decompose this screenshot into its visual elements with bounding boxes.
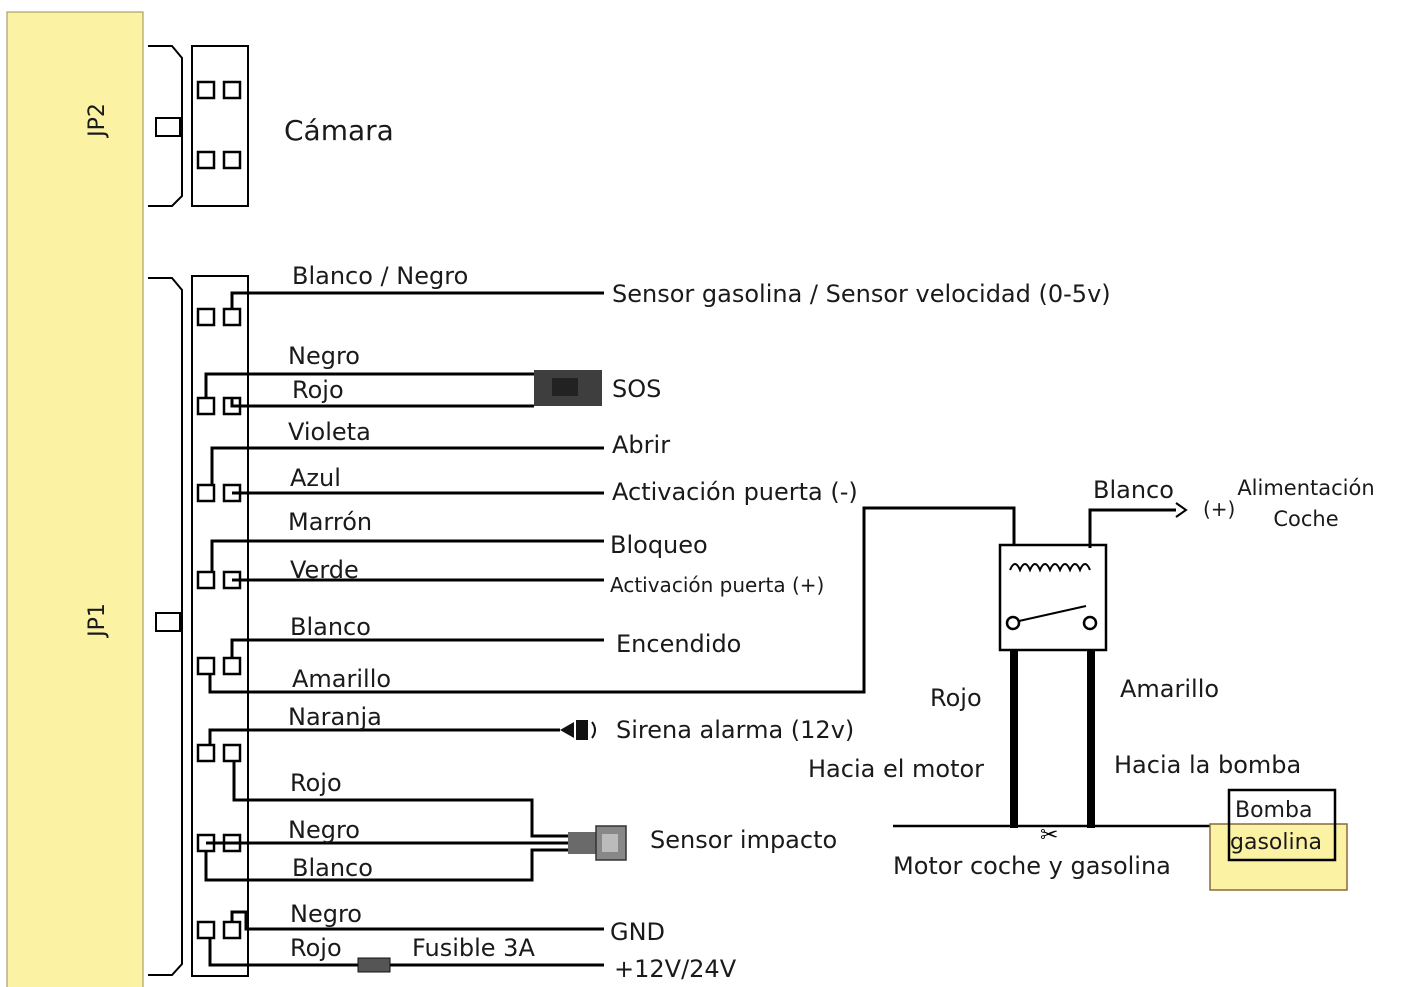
wire-label-violeta: Violeta <box>288 418 371 446</box>
target-labels: Sensor gasolina / Sensor velocidad (0-5v… <box>412 280 1111 983</box>
jp1-label: JP1 <box>85 603 110 639</box>
wire-label-negro-2: Negro <box>288 816 360 844</box>
jp2-connector <box>148 45 249 207</box>
fuse-label: Fusible 3A <box>412 934 535 962</box>
pump-label-gasolina: gasolina <box>1230 830 1322 855</box>
wire-label-amarillo-1: Amarillo <box>292 665 391 693</box>
relay-label-hacia-bomba: Hacia la bomba <box>1114 751 1301 779</box>
scissors-icon: ✂ <box>1040 823 1058 848</box>
relay-label-plus: (+) <box>1203 497 1235 521</box>
wire-label-rojo-3: Rojo <box>290 934 342 962</box>
camera-label: Cámara <box>284 114 394 147</box>
wire-label-negro-3: Negro <box>290 900 362 928</box>
target-abrir: Abrir <box>612 431 670 459</box>
impact-sensor-icon <box>568 825 627 861</box>
target-sos: SOS <box>612 375 661 403</box>
target-sensor-gasolina: Sensor gasolina / Sensor velocidad (0-5v… <box>612 280 1111 308</box>
target-activacion-negativa: Activación puerta (-) <box>612 478 858 506</box>
relay-labels: Blanco (+) Alimentación Coche Rojo Amari… <box>808 476 1375 880</box>
wire-label-blanco-1: Blanco <box>290 613 371 641</box>
relay <box>998 502 1188 828</box>
control-board <box>6 11 144 987</box>
wire-label-negro-1: Negro <box>288 342 360 370</box>
wire-label-blanco-negro: Blanco / Negro <box>292 262 468 290</box>
relay-label-blanco: Blanco <box>1093 476 1174 504</box>
siren-icon <box>560 720 596 740</box>
relay-label-amarillo: Amarillo <box>1120 675 1219 703</box>
target-activacion-positiva: Activación puerta (+) <box>610 573 824 597</box>
relay-label-hacia-motor: Hacia el motor <box>808 755 984 783</box>
relay-label-rojo: Rojo <box>930 684 982 712</box>
jp1-connector <box>148 275 249 977</box>
wire-label-blanco-2: Blanco <box>292 854 373 882</box>
fuel-pump-label-box <box>1227 788 1337 862</box>
target-power: +12V/24V <box>614 955 737 983</box>
fuse-icon <box>357 957 391 973</box>
fuel-pump-box <box>1209 823 1348 891</box>
relay-label-coche: Coche <box>1273 507 1338 531</box>
target-gnd: GND <box>610 918 665 946</box>
target-sensor-impacto: Sensor impacto <box>650 826 837 854</box>
relay-label-motor-coche: Motor coche y gasolina <box>893 852 1171 880</box>
wire-label-verde: Verde <box>290 556 359 584</box>
wires <box>204 291 1016 967</box>
wire-label-rojo-1: Rojo <box>292 376 344 404</box>
wire-label-marron: Marrón <box>288 508 372 536</box>
target-encendido: Encendido <box>616 630 741 658</box>
target-bloqueo: Bloqueo <box>610 531 708 559</box>
target-sirena: Sirena alarma (12v) <box>616 716 854 744</box>
wire-label-azul: Azul <box>290 464 341 492</box>
wire-labels: Blanco / Negro Negro Rojo Violeta Azul M… <box>288 262 468 962</box>
wire-label-naranja: Naranja <box>288 703 382 731</box>
wire-label-rojo-2: Rojo <box>290 769 342 797</box>
relay-label-alimentacion: Alimentación <box>1237 476 1374 500</box>
pump-label-bomba: Bomba <box>1235 798 1312 823</box>
jp2-label: JP2 <box>85 103 110 139</box>
